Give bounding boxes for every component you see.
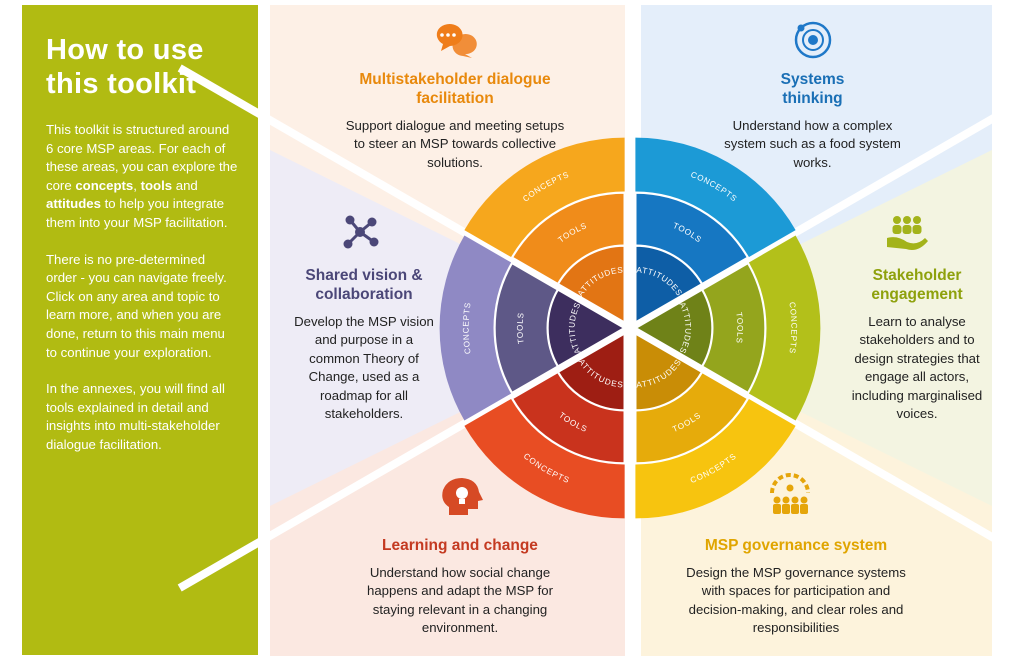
people-hand-icon [887,216,928,250]
ring-label-tools: TOOLS [734,312,744,345]
ring-attitudes-systems[interactable] [634,244,704,325]
area-title: Learning and change [382,537,538,554]
area-title: Stakeholder engagement [871,267,963,303]
area-text-engagement[interactable]: Stakeholder engagement Learn to analyse … [832,266,1002,423]
area-text-learning[interactable]: Learning and change Understand how socia… [330,536,590,638]
ring-attitudes-vision[interactable] [546,287,627,369]
area-text-dialogue[interactable]: Multistakeholder dialogue facilitation S… [330,70,580,172]
divider-diagonal [627,95,1024,332]
ring-label-concepts: CONCEPTS [462,301,473,354]
sidebar-paragraph-2: There is no pre-determined order - you c… [46,251,227,360]
divider-diagonal [627,324,1024,561]
area-text-vision[interactable]: Shared vision & collaboration Develop th… [294,266,434,423]
area-description: Understand how social change happens and… [367,565,553,636]
sidebar-title: How to use this toolkit [46,34,204,100]
divider-diagonal [177,324,633,592]
area-description: Understand how a complex system such as … [724,118,901,170]
ring-attitudes-learning[interactable] [556,331,626,412]
area-text-systems[interactable]: Systems thinking Understand how a comple… [720,70,905,172]
area-title: Multistakeholder dialogue facilitation [359,71,551,107]
sidebar-paragraph-1: This toolkit is structured around 6 core… [46,122,238,230]
area-description: Support dialogue and meeting setups to s… [345,118,565,170]
area-title: Systems thinking [780,71,845,107]
ring-label-attitudes: ATTITUDES [568,301,583,355]
head-lightbulb-icon [442,478,483,515]
divider-diagonal [177,64,633,332]
area-title: MSP governance system [704,537,888,554]
chat-bubbles-icon [436,24,477,58]
sidebar-panel: How to use this toolkit This toolkit is … [22,5,258,655]
ring-attitudes-governance[interactable] [634,331,704,412]
ring-label-concepts: CONCEPTS [787,301,798,354]
network-icon [343,215,379,249]
area-description: Design the MSP governance systems with s… [686,565,906,636]
ring-attitudes-dialogue[interactable] [556,244,626,325]
ring-label-tools: TOOLS [516,312,526,345]
area-title: Shared vision & collaboration [305,267,423,303]
area-description: Develop the MSP vision and purpose in a … [294,314,434,422]
ring-attitudes-engagement[interactable] [633,287,714,369]
wheel-sector-vision[interactable]: CONCEPTS TOOLS ATTITUDES [439,235,627,421]
sidebar-paragraph-3: In the annexes, you will find all tools … [46,381,225,452]
area-text-governance[interactable]: MSP governance system Design the MSP gov… [656,536,936,638]
area-description: Learn to analyse stakeholders and to des… [851,314,983,422]
orbit-icon [794,21,832,59]
governance-icon [770,473,810,514]
